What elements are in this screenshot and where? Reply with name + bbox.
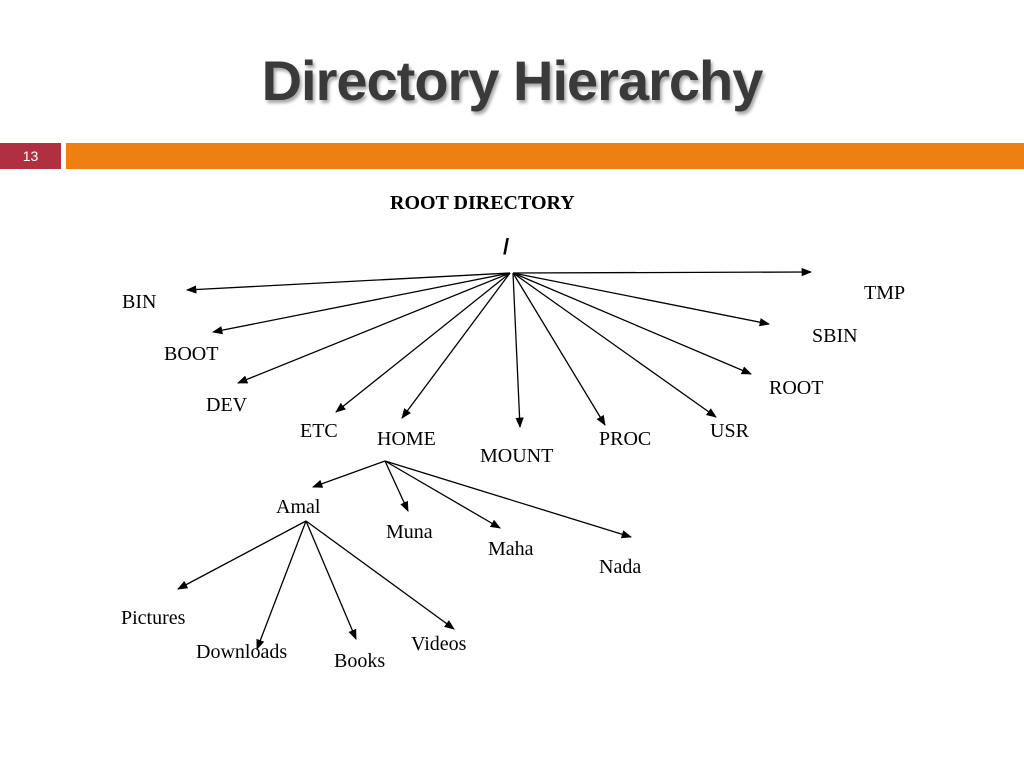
- edge-root-proc: [512, 272, 606, 426]
- home-edges: [312, 460, 632, 539]
- node-dev: DEV: [206, 394, 248, 416]
- edge-root-boot: [211, 272, 511, 335]
- node-videos: Videos: [411, 633, 467, 655]
- node-muna: Muna: [386, 521, 433, 543]
- edge-root-bin: [185, 272, 511, 294]
- node-bin: BIN: [122, 291, 156, 313]
- node-pictures: Pictures: [121, 607, 186, 629]
- diagram-heading: ROOT DIRECTORY: [390, 192, 575, 214]
- edge-home-maha: [384, 460, 501, 529]
- node-mount: MOUNT: [480, 445, 553, 467]
- edge-root-mount: [512, 272, 524, 429]
- root-node-label: /: [503, 234, 509, 259]
- edge-root-home: [401, 272, 511, 419]
- node-home: HOME: [377, 428, 436, 450]
- edge-root-root: [512, 272, 752, 375]
- node-root: ROOT: [769, 377, 823, 399]
- node-amal: Amal: [276, 496, 321, 518]
- edge-home-muna: [384, 460, 409, 512]
- node-proc: PROC: [599, 428, 651, 450]
- slide-number-badge: 13: [0, 143, 61, 169]
- node-sbin: SBIN: [812, 325, 858, 347]
- edge-amal-pictures: [177, 520, 307, 590]
- node-etc: ETC: [300, 420, 338, 442]
- node-tmp: TMP: [864, 282, 905, 304]
- node-books: Books: [334, 650, 385, 672]
- edge-root-dev: [237, 272, 511, 384]
- amal-edges: [177, 520, 455, 650]
- accent-bar: [66, 143, 1024, 169]
- node-usr: USR: [710, 420, 750, 442]
- edge-root-tmp: [512, 267, 813, 277]
- edge-root-etc: [335, 272, 511, 413]
- edge-home-amal: [312, 460, 386, 488]
- edge-amal-videos: [305, 520, 455, 630]
- node-downloads: Downloads: [196, 641, 287, 663]
- node-nada: Nada: [599, 556, 641, 578]
- edge-root-sbin: [512, 272, 771, 327]
- node-boot: BOOT: [164, 343, 218, 365]
- slide-title: Directory Hierarchy: [261, 49, 764, 112]
- root-edges: [185, 267, 813, 429]
- edge-amal-books: [305, 520, 357, 640]
- edge-home-nada: [384, 460, 632, 539]
- node-maha: Maha: [488, 538, 534, 560]
- edge-root-usr: [512, 272, 717, 418]
- edge-amal-downloads: [256, 520, 307, 650]
